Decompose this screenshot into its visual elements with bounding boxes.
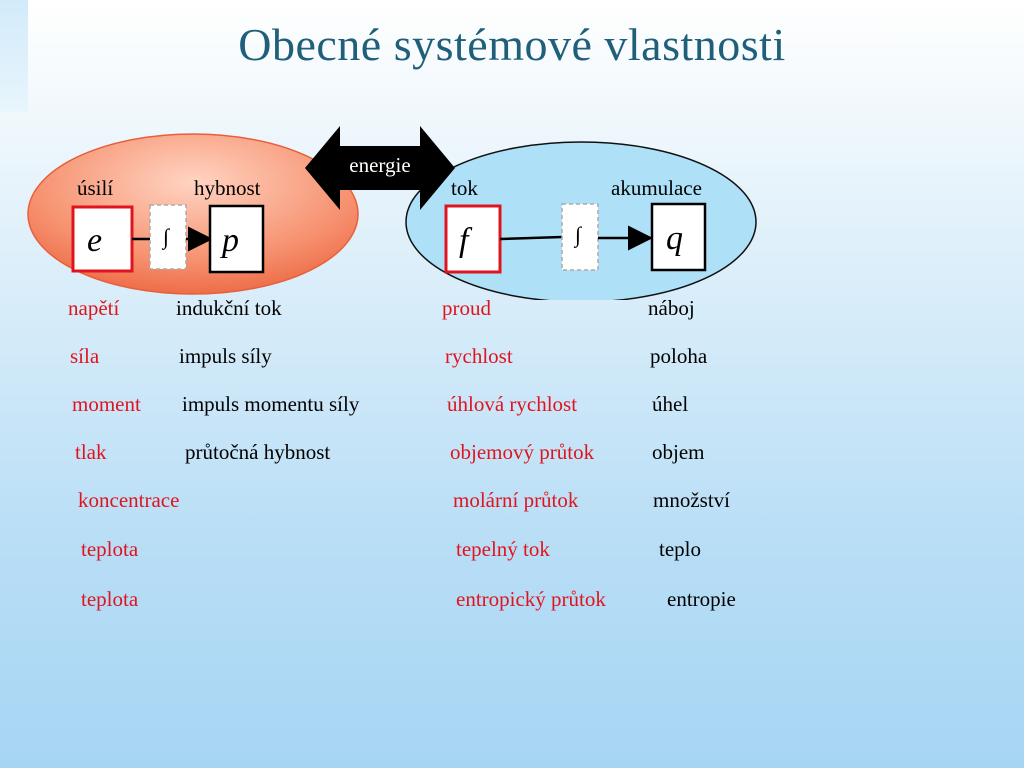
flow-item: proud [442, 296, 491, 320]
effort-item: koncentrace [78, 488, 180, 512]
effort-item: síla [70, 344, 100, 368]
page-title: Obecné systémové vlastnosti [238, 19, 786, 70]
momentum-label: hybnost [194, 176, 261, 200]
momentum-item: indukční tok [176, 296, 282, 320]
momentum-item: impuls momentu síly [182, 392, 360, 416]
effort-item: teplota [81, 537, 139, 561]
energy-label: energie [349, 153, 411, 177]
flow-item: objemový průtok [450, 440, 595, 464]
corner-decoration [0, 0, 28, 112]
flow-item: rychlost [445, 344, 513, 368]
integral-symbol-left: ∫ [163, 224, 170, 249]
accumulation-item: náboj [648, 296, 695, 320]
flow-item: úhlová rychlost [447, 392, 578, 416]
accumulation-item: teplo [659, 537, 701, 561]
integral-symbol-right: ∫ [575, 222, 582, 247]
flow-variable: f [459, 222, 469, 259]
accumulation-item: entropie [667, 587, 736, 611]
integral-box-left [149, 204, 187, 270]
flow-label: tok [451, 176, 478, 200]
energy-double-arrow [305, 126, 455, 210]
accumulation-item: úhel [652, 392, 689, 416]
accumulation-box [650, 202, 707, 272]
accumulation-item: objem [652, 440, 705, 464]
flow-item: molární průtok [453, 488, 579, 512]
flow-to-integral-arrow [499, 235, 563, 241]
flow-item: entropický průtok [456, 587, 606, 611]
accumulation-item: poloha [650, 344, 708, 368]
effort-item: moment [72, 392, 141, 416]
accumulation-label: akumulace [611, 176, 702, 200]
effort-label: úsilí [77, 176, 114, 200]
accumulation-item: množství [653, 488, 730, 512]
flow-item: tepelný tok [456, 537, 550, 561]
system-diagram [27, 126, 757, 300]
momentum-variable: p [222, 222, 239, 259]
effort-item: teplota [81, 587, 139, 611]
effort-box [71, 205, 134, 273]
effort-item: napětí [68, 296, 120, 320]
integral-box-right [561, 203, 599, 271]
momentum-box [208, 204, 265, 274]
momentum-item: průtočná hybnost [185, 440, 331, 464]
flow-box [444, 204, 502, 274]
effort-variable: e [87, 222, 103, 259]
accumulation-variable: q [666, 220, 683, 257]
effort-item: tlak [75, 440, 107, 464]
momentum-item: impuls síly [179, 344, 272, 368]
